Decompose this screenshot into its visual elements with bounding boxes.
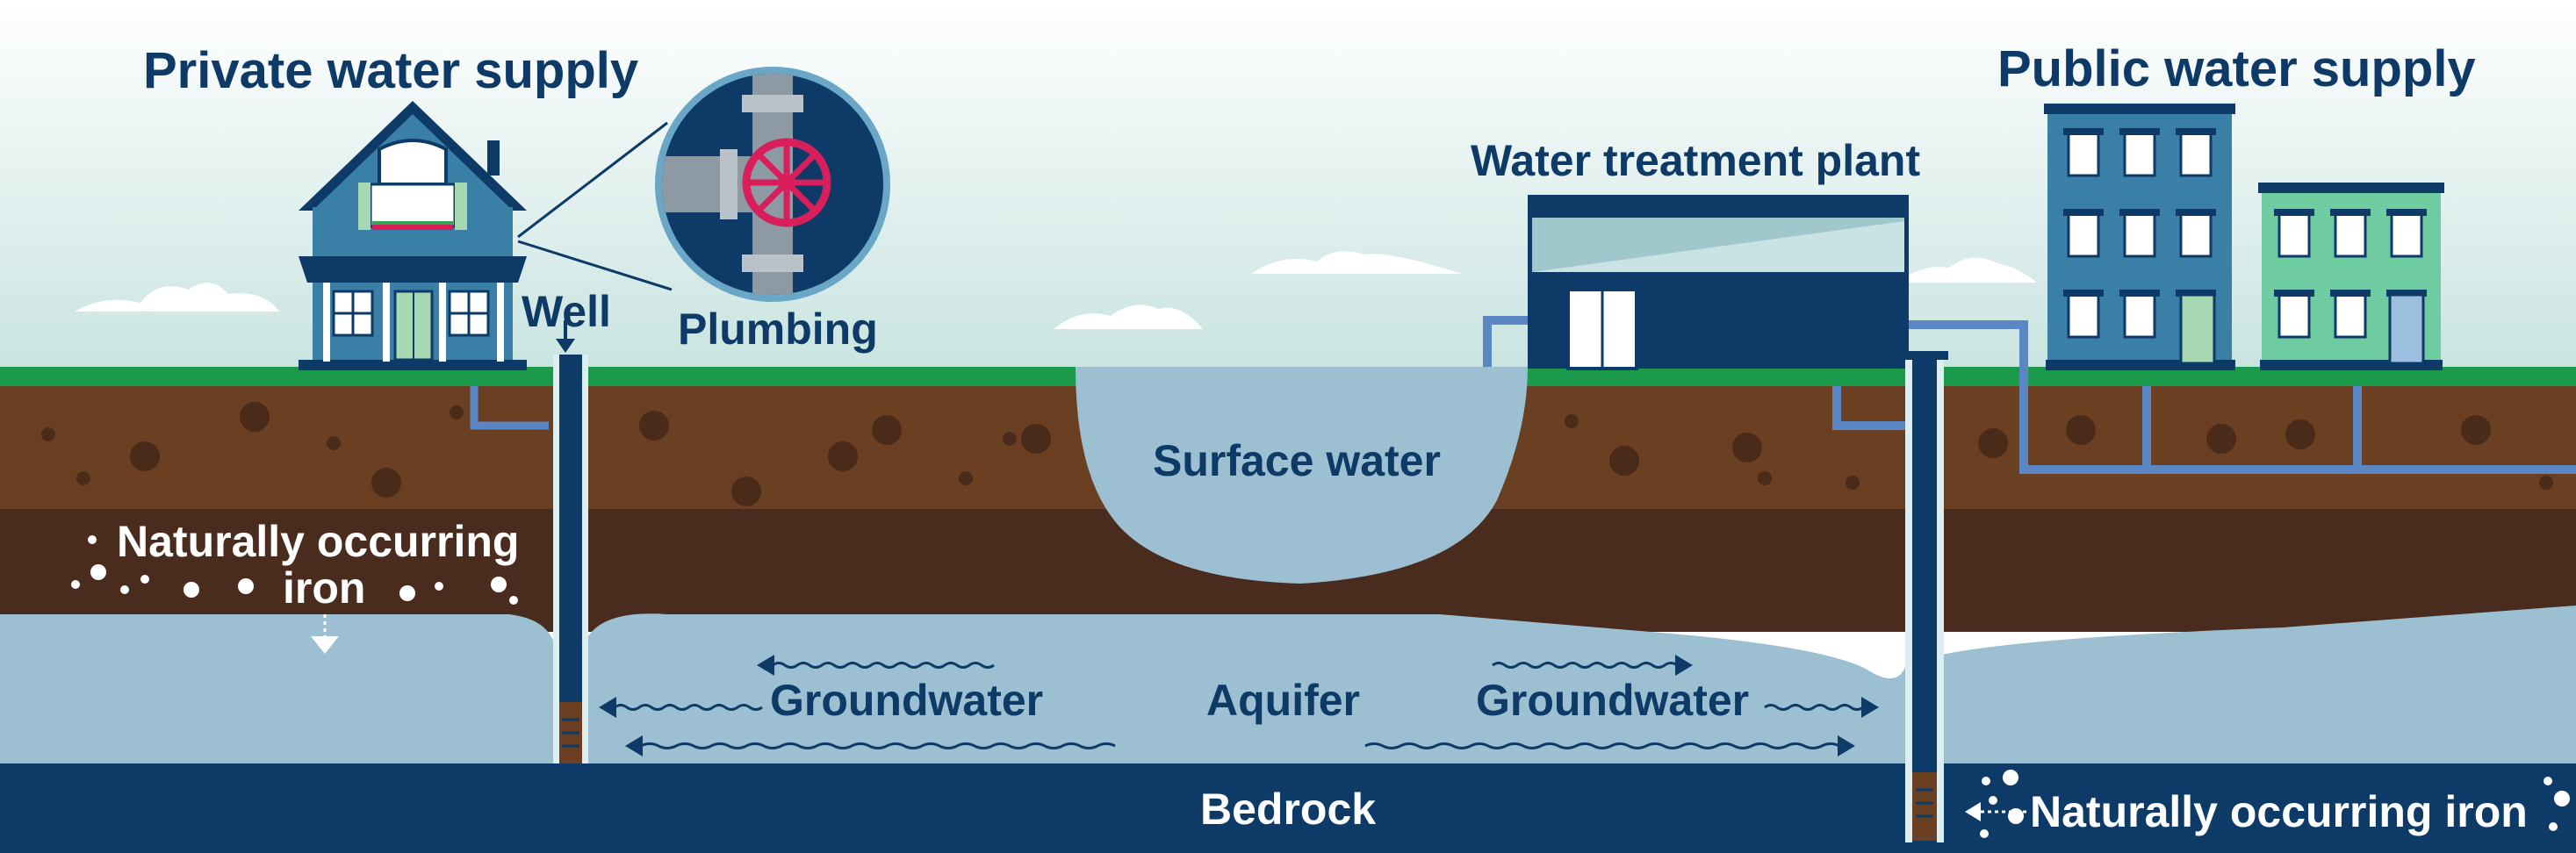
plumbing-label: Plumbing — [678, 305, 878, 354]
bedrock-layer — [0, 763, 2576, 853]
public-water-supply-label: Public water supply — [1997, 40, 2476, 97]
surface-water-pond — [1076, 367, 1528, 584]
private-water-supply-label: Private water supply — [143, 42, 639, 99]
private-house — [299, 101, 527, 370]
soil-stones — [41, 402, 2553, 506]
groundwater-left-label: Groundwater — [770, 676, 1044, 725]
plumbing-magnifier — [517, 67, 890, 302]
public-distribution-pipe — [1909, 320, 2576, 474]
plant-return-pipe — [1832, 386, 1909, 430]
naturally-occurring-iron-left-line1: Naturally occurring — [117, 517, 520, 566]
apartment-building-blue — [2044, 104, 2235, 370]
groundwater-right-label: Groundwater — [1476, 676, 1750, 725]
well-label: Well — [522, 287, 611, 336]
flow-arrowheads — [599, 655, 1879, 756]
water-treatment-plant-label: Water treatment plant — [1471, 136, 1921, 185]
private-well — [553, 355, 588, 763]
aquifer-label: Aquifer — [1206, 676, 1360, 725]
iron-drop-arrow-icon — [311, 636, 339, 654]
iron-particles-left — [71, 535, 518, 605]
bedrock-label: Bedrock — [1200, 785, 1377, 834]
water-treatment-plant — [1528, 195, 1909, 370]
well-arrow-icon — [556, 339, 575, 353]
groundwater-flow-lines — [614, 662, 1864, 749]
iron-right-arrow-icon — [1965, 802, 1981, 821]
naturally-occurring-iron-left-line2: iron — [283, 563, 366, 613]
house-pipe — [470, 386, 549, 430]
naturally-occurring-iron-right-label: Naturally occurring iron — [2030, 787, 2528, 836]
public-well — [1901, 351, 1948, 842]
plant-intake-pipe — [1483, 316, 1528, 367]
clouds — [75, 251, 2037, 329]
surface-water-label: Surface water — [1153, 436, 1441, 485]
apartment-building-green — [2258, 183, 2444, 370]
